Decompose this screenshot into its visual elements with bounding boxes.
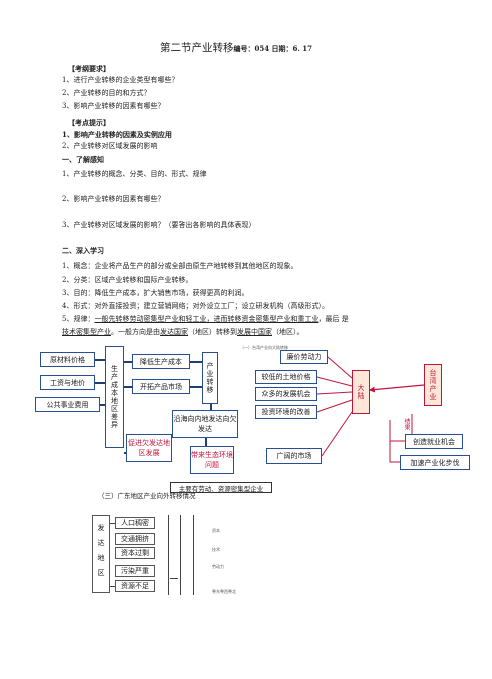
sec2-item: 1、影响产业转移的因素及实例应用 <box>62 130 172 139</box>
d2-right-box: 台湾产业 <box>424 364 442 406</box>
d1-left-box: 原材料价格 <box>40 352 95 367</box>
d2-outcome-box: 创造就业机会 <box>405 434 463 449</box>
d3-item-box: 资本过剩 <box>115 547 155 559</box>
sec1-heading: 【考纲要求】 <box>68 64 110 73</box>
d3-note: 粤东粤西粤北 <box>212 589 236 594</box>
d2-caption: （一）台湾产业向大陆转移 <box>240 345 288 350</box>
d3-note: 技术 <box>212 547 220 552</box>
d3-item-box: 人口稠密 <box>115 517 155 529</box>
d1-mid-box: 开拓产品市场 <box>132 379 190 394</box>
d2-tag: 结果 <box>403 418 410 430</box>
rule-i: （地区）。 <box>272 328 304 336</box>
rule-b: ，进而转移资金密集型产业和重工业 <box>206 315 319 323</box>
rule-a: 一般先转移劳动密集型产业和轻工业 <box>94 315 207 323</box>
sec3-item: 2、影响产业转移的因素有哪些？ <box>62 195 165 203</box>
rule-f: 发达国家 <box>160 328 188 336</box>
d3-banner: 主要有劳动、资源密集型企业 <box>170 482 272 493</box>
sec4-item: 4、形式：对外直接投资；建立营销网络；对外设立工厂；设立研发机构（高级形式）。 <box>62 302 329 310</box>
rule-prefix: 5、规律： <box>62 315 95 323</box>
sec4-rule-line2: 技术密集型产业。一般方向是由发达国家（地区）转移到发展中国家（地区）。 <box>62 328 304 337</box>
d2-left-box: 较低的土地价格 <box>255 370 317 384</box>
title-meta: 编号：054 日期：6. 17 <box>233 44 313 53</box>
sec4-item: 2、分类：区域产业转移和国际产业转移。 <box>62 276 193 284</box>
d3-caption: （三）广东地区产业向外转移情况 <box>98 492 196 500</box>
d1-bottom-box: 沿海向内地发达向欠发达 <box>172 410 238 438</box>
d2-left-box: 投资环境的改善 <box>255 405 317 419</box>
d2-left-box: 廉价劳动力 <box>280 350 328 364</box>
d3-item-box: 资源不足 <box>115 580 155 592</box>
sec4-rule-line1: 5、规律：一般先转移劳动密集型产业和轻工业，进而转移资金密集型产业和重工业，最后… <box>62 315 349 324</box>
d3-item-box: 交通拥挤 <box>115 533 155 545</box>
rule-c: ，最后 是 <box>318 315 349 323</box>
rule-h: 发展中国家 <box>237 328 272 336</box>
sec4-item: 1、概念：企业将产品生产的部分或全部由原生产地转移到其他地区的现象。 <box>62 262 298 270</box>
d3-item-box: 污染严重 <box>115 565 155 577</box>
d3-vertical-box: 发达地区 <box>92 515 110 593</box>
d1-right-box: 产业转移 <box>202 352 218 404</box>
d2-left-box: 广阔的市场 <box>266 448 322 464</box>
sec1-item: 3、影响产业转移的因素有哪些？ <box>62 102 165 110</box>
d1-mid-box: 降低生产成本 <box>132 354 190 369</box>
title-text: 第二节产业转移 <box>160 42 234 54</box>
page-title: 第二节产业转移编号：054 日期：6. 17 <box>160 42 313 54</box>
d3-note: 资本 <box>212 528 220 533</box>
sec3-item: 1、产业转移的概念、分类、目的、形式、规律 <box>62 170 207 178</box>
sec3-item: 3、产业转移对区域发展的影响？（要答出各影响的具体表现） <box>62 221 256 229</box>
sec2-item: 2、产业转移对区域发展的影响 <box>62 142 158 150</box>
rule-e: 。一般方向是由 <box>111 328 160 336</box>
sec1-item: 1、进行产业转移的企业类型有哪些？ <box>62 76 179 84</box>
d3-note: 劳动力 <box>212 564 224 569</box>
sec4-item: 3、目的：降低生产成本，扩大销售市场，获得更高的利润。 <box>62 289 249 297</box>
d1-center-box: 生产成本地区差异 <box>105 346 124 448</box>
d1-left-box: 公共事业费用 <box>35 397 100 412</box>
d2-outcome-box: 加速产业化步伐 <box>400 455 470 470</box>
d1-result-box: 促进欠发达地区发展 <box>126 434 172 462</box>
sec2-heading: 【考点提示】 <box>68 118 110 127</box>
sec3-heading: 一、了解感知 <box>62 155 104 164</box>
d1-left-box: 工资与地价 <box>40 375 95 390</box>
d1-result-box: 带来生态环境问题 <box>190 446 234 474</box>
d2-left-box: 众多的发展机会 <box>255 387 317 401</box>
sec4-heading: 二、深入学习 <box>62 246 104 255</box>
rule-g: （地区）转移到 <box>188 328 237 336</box>
sec1-item: 2、产业转移的目的和方式？ <box>62 89 151 97</box>
rule-d: 技术密集型产业 <box>62 328 111 336</box>
